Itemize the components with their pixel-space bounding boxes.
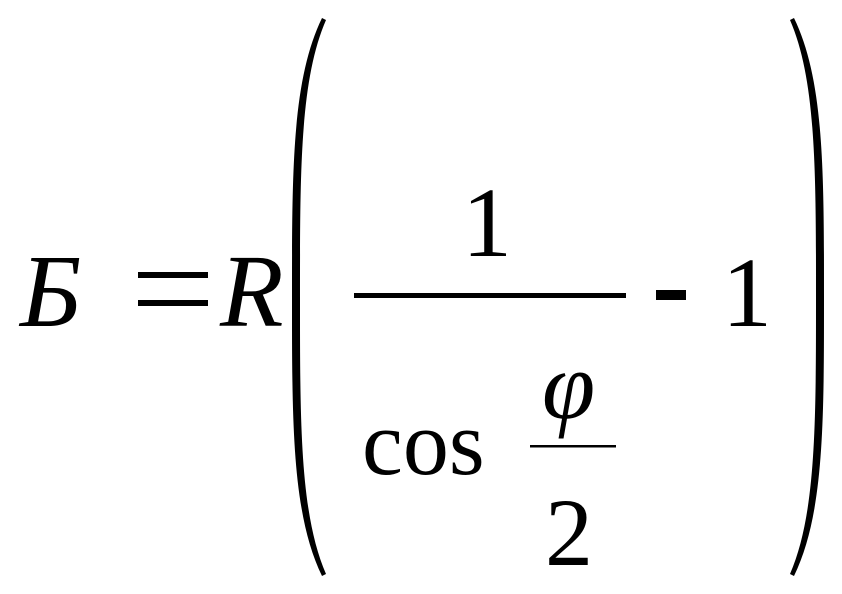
angle-fraction-bar [530, 445, 616, 448]
equals-sign [138, 272, 208, 306]
subtrahend: 1 [722, 237, 772, 348]
left-parenthesis [292, 18, 326, 576]
cos-label: cos [362, 392, 485, 494]
right-parenthesis [790, 18, 824, 576]
minus-sign [656, 290, 686, 300]
radius-symbol: R [219, 234, 284, 349]
lhs-symbol: Б [18, 234, 81, 349]
angle-divisor: 2 [545, 479, 593, 586]
numerator: 1 [462, 167, 512, 278]
main-fraction-bar [354, 293, 626, 298]
angle-symbol: φ [542, 332, 595, 439]
equals-label: = [138, 309, 139, 311]
